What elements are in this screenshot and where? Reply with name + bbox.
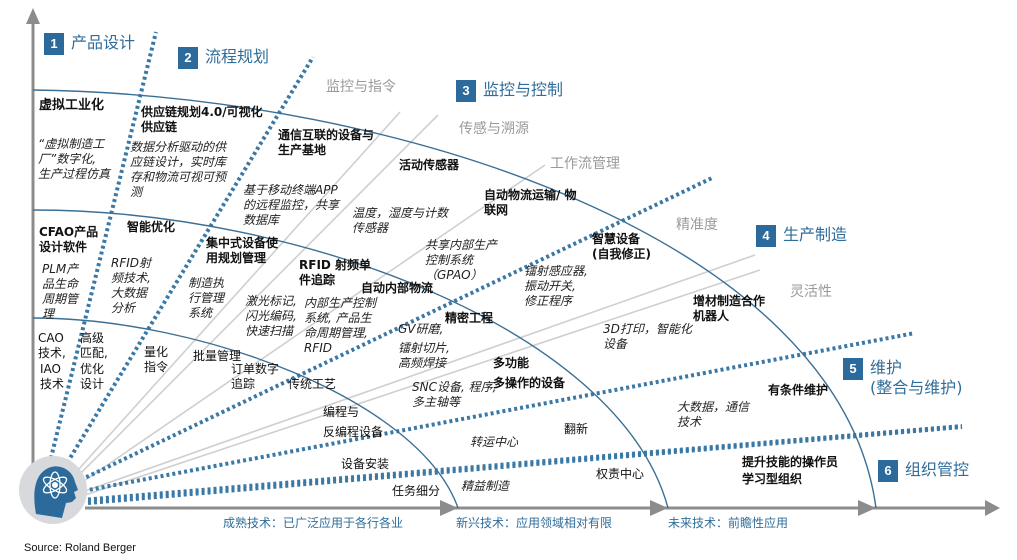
category-label-sub: (整合与维护) — [870, 378, 963, 397]
item-additive-manufacturing: 增材制造合作 机器人 — [693, 294, 766, 323]
item-smart-device: 智慧设备 (自我修正) — [592, 232, 651, 261]
category-label: 维护 — [870, 358, 903, 377]
item-conditional-maintenance: 有条件维护 — [768, 383, 829, 397]
axis-label-future: 未来技术：前瞻性应用 — [668, 516, 789, 530]
axis-label-emerging: 新兴技术：应用领域相对有限 — [456, 516, 613, 530]
category-badge: 4 — [756, 225, 776, 247]
category-manufacturing: 4 生产制造 — [756, 225, 847, 247]
category-label: 组织管控 — [905, 460, 970, 479]
item-lean-manufacturing: 精益制造 — [461, 479, 510, 493]
category-label: 生产制造 — [783, 225, 848, 244]
item-order-tracking: 订单数字 追踪 — [231, 362, 280, 391]
arc-emerging — [32, 209, 669, 509]
x-axis-arrow-icon-4 — [985, 500, 1000, 516]
category-badge: 3 — [456, 80, 476, 102]
item-rfid-tracking: RFID 射频单 件追踪 — [299, 258, 372, 287]
item-bigdata-communication: 大数据，通信 技术 — [677, 400, 750, 429]
x-axis-arrow-icon-2 — [650, 500, 668, 516]
item-batch-management: 批量管理 — [193, 349, 242, 363]
item-refurbishment: 翻新 — [564, 422, 589, 436]
arc-future — [32, 89, 877, 509]
radial-grey-lines — [59, 111, 761, 501]
axis-label-mature: 成熟技术：已广泛应用于各行各业 — [223, 516, 404, 530]
head-icon — [19, 456, 87, 524]
item-precision-engineering: 精密工程 — [445, 311, 494, 325]
item-3d-printing: 3D打印，智能化 设备 — [603, 322, 692, 351]
item-gpao: 共享内部生产 控制系统 （GPAO） — [425, 238, 498, 282]
item-virtual-factory: “虚拟制造工 厂”数字化, 生产过程仿真 — [38, 137, 111, 181]
x-axis-arrow-icon-1 — [440, 500, 458, 516]
subcat-monitor-command: 监控与指令 — [326, 79, 396, 95]
item-snc-equipment: SNC设备, 程序, 多主轴等 — [412, 380, 497, 409]
dotted-dividers — [46, 31, 963, 502]
category-badge: 5 — [843, 358, 863, 380]
subcat-flexibility: 灵活性 — [790, 284, 832, 300]
item-temp-sensor: 温度，湿度与计数 传感器 — [352, 206, 449, 235]
item-plm: PLM产 品生命 周期管 理 — [42, 262, 79, 321]
item-cao: CAO 技术, — [38, 331, 66, 360]
item-laser-cutting: 镭射切片, 高频焊接 — [398, 341, 450, 370]
item-laser-marking: 激光标记, 闪光编码, 快速扫描 — [245, 294, 297, 338]
category-badge: 1 — [44, 33, 64, 55]
item-connected-devices: 通信互联的设备与 生产基地 — [278, 128, 375, 157]
item-accountability-center: 权责中心 — [596, 467, 645, 481]
subcat-sensing-trace: 传感与溯源 — [459, 121, 529, 137]
item-supply-chain: 供应链规划4.0/可视化 供应链 — [141, 105, 263, 134]
item-task-subdivision: 任务细分 — [392, 484, 441, 498]
category-maintenance: 5 维护 (整合与维护) — [843, 358, 963, 398]
item-virtual-industrialization: 虚拟工业化 — [39, 98, 105, 113]
category-label: 监控与控制 — [483, 80, 564, 99]
item-quantified-instructions: 量化 指令 — [144, 345, 169, 374]
item-internal-logistics: 自动内部物流 — [361, 281, 434, 295]
item-traditional-craft: 传统工艺 — [288, 377, 337, 391]
item-optimized-design: 优化 设计 — [80, 362, 105, 391]
item-gv-grinding: GV研磨, — [398, 322, 444, 336]
item-programming-equipment: 编程与 反编程设备 — [323, 405, 384, 439]
item-cfao: CFAO产品 设计软件 — [39, 225, 99, 254]
category-process-planning: 2 流程规划 — [178, 47, 269, 69]
item-active-sensor: 活动传感器 — [399, 158, 460, 172]
item-mobile-app: 基于移动终端APP 的远程监控，共享 数据库 — [243, 183, 340, 227]
category-label: 流程规划 — [205, 47, 270, 66]
item-rfid-bigdata: RFID射 频技术, 大数据 分析 — [111, 256, 152, 315]
item-multifunction: 多功能 多操作的设备 — [493, 356, 566, 390]
item-central-equipment: 集中式设备使 用规划管理 — [206, 236, 279, 265]
subcat-precision: 精准度 — [676, 217, 718, 233]
item-data-driven: 数据分析驱动的供 应链设计，实时库 存和物流可视可预 测 — [130, 140, 227, 199]
item-upskilled-operators: 提升技能的操作员 学习型组织 — [742, 455, 839, 486]
category-badge: 2 — [178, 47, 198, 69]
item-internal-control: 内部生产控制 系统, 产品生 命周期管理, RFID — [304, 296, 377, 355]
item-transfer-center: 转运中心 — [470, 435, 519, 449]
category-organization: 6 组织管控 — [878, 460, 969, 482]
y-axis-arrow-icon — [26, 8, 40, 24]
x-axis-arrow-icon-3 — [858, 500, 876, 516]
item-auto-logistics: 自动物流运输/ 物 联网 — [484, 188, 577, 217]
item-mes: 制造执 行管理 系统 — [188, 276, 225, 320]
source-note: Source: Roland Berger — [24, 542, 136, 554]
item-iao: IAO 技术 — [40, 362, 65, 391]
subcat-workflow: 工作流管理 — [550, 156, 620, 172]
category-label: 产品设计 — [71, 33, 136, 52]
category-badge: 6 — [878, 460, 898, 482]
category-monitoring-control: 3 监控与控制 — [456, 80, 563, 102]
category-product-design: 1 产品设计 — [44, 33, 135, 55]
arc-mature — [32, 317, 459, 509]
item-radiation-sensor: 镭射感应器, 振动开关, 修正程序 — [524, 264, 588, 308]
maturity-arcs — [32, 89, 877, 509]
item-advanced-matching: 高级 匹配, — [80, 331, 108, 360]
item-equipment-installation: 设备安装 — [341, 457, 390, 471]
item-smart-optimization: 智能优化 — [127, 220, 176, 234]
